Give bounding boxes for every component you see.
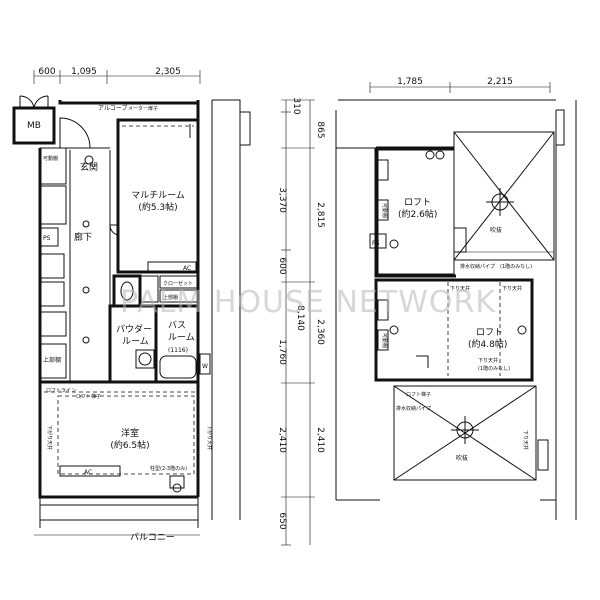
meter-door-label: メーター扉子 xyxy=(128,105,158,112)
dim-2305: 2,305 xyxy=(155,67,181,77)
bath-size-label: (1116) xyxy=(168,347,188,354)
void2-label: 吹抜 xyxy=(456,454,468,462)
watermark: PALM HOUSE NETWORK xyxy=(120,285,496,320)
loft1-size: (約2.6帖) xyxy=(398,208,437,220)
lower-ceiling-note-2: 下がり天井 xyxy=(206,425,213,450)
dim-v-600: 600 xyxy=(277,257,287,274)
loft-line-label: ロフトライン xyxy=(46,388,76,394)
right-loft-plan: ロフト (約2.6帖) 可動棚 PS 吹抜 排水収納パイプ (1階のみなし) ロ… xyxy=(335,99,577,520)
balcony-label: バルコニー xyxy=(130,532,175,543)
washer-label: W xyxy=(202,363,208,370)
shelf-label-r1: 可動棚 xyxy=(381,203,388,218)
pipe-label-r1: 排水収納パイプ xyxy=(460,263,495,270)
vertical-dimensions: 310 865 3,370 2,815 600 8,140 2,360 1,76… xyxy=(277,97,325,546)
powder-room-label: パウダー xyxy=(116,323,152,335)
only-note-r1: (1階のみなし) xyxy=(500,263,532,270)
dim-v-310: 310 xyxy=(291,97,301,114)
left-unit-plan: MB アルコーブ メーター扉子 可動棚 PS 上部棚 玄関 廊下 マルチルーム … xyxy=(12,95,251,543)
void1-label: 吹抜 xyxy=(490,226,502,234)
loft2-size: (約4.8帖) xyxy=(468,338,507,350)
dim-v-2410-right: 2,410 xyxy=(315,427,325,453)
dim-v-2815: 2,815 xyxy=(315,202,325,228)
shelf-upper-label: 上部棚 xyxy=(43,356,61,364)
dim-600: 600 xyxy=(38,67,55,77)
top-dimensions-right: 1,785 2,215 xyxy=(369,77,551,93)
bath-room-label-2: ルーム xyxy=(168,332,195,343)
dim-2215: 2,215 xyxy=(487,77,513,87)
lower-ceiling-r1: 下り天井 xyxy=(450,285,470,292)
lower-ceiling-r2: 下り天井 xyxy=(502,285,522,292)
dim-v-3370: 3,370 xyxy=(277,187,287,213)
loft-ladder-label: ロフト梯子 xyxy=(76,393,101,400)
dim-1785: 1,785 xyxy=(397,77,423,87)
multi-room-label: マルチルーム xyxy=(131,190,185,201)
multi-room-size: (約5.3帖) xyxy=(138,201,177,213)
lower-ceiling-r4: 下り天井 xyxy=(522,430,529,450)
shelf-label-r2: 可動棚 xyxy=(381,333,388,348)
bath-room-label: バス xyxy=(168,320,186,331)
shoe-shelf-label: 可動棚 xyxy=(43,155,58,162)
top-dimensions-left: 600 1,095 2,305 xyxy=(33,67,201,84)
loft1-label: ロフト xyxy=(404,198,431,208)
closet-label: クローゼット xyxy=(163,280,193,287)
dim-v-2410: 2,410 xyxy=(277,427,287,453)
western-room-size: (約6.5帖) xyxy=(110,439,149,451)
dim-v-650: 650 xyxy=(277,512,287,529)
corridor-label: 廊下 xyxy=(74,231,92,243)
pipe-label-r2: 排水収納パイプ xyxy=(396,405,431,412)
loft2-label: ロフト xyxy=(476,328,503,338)
ac-label-1: AC xyxy=(183,265,191,272)
ac-label-2: AC xyxy=(84,469,92,476)
dim-v-1760: 1,760 xyxy=(277,339,287,365)
closet-shelf-label: 上部棚 xyxy=(163,294,178,301)
only-note-r2: (1階のみなし) xyxy=(478,365,510,372)
lower-ceiling-note-1: 下がり天井 xyxy=(46,425,53,450)
dim-1095: 1,095 xyxy=(71,67,97,77)
dim-v-total: 8,140 xyxy=(295,305,305,331)
loft-ladder-r: ロフト梯子 xyxy=(406,391,431,398)
dim-v-865: 865 xyxy=(315,121,325,138)
alcove-label: アルコーブ xyxy=(98,104,127,112)
ps-label-1: PS xyxy=(43,235,51,242)
ps-label-r: PS xyxy=(372,240,380,247)
lower-ceiling-r3: 下り天井 xyxy=(478,357,498,364)
entrance-label: 玄関 xyxy=(80,161,98,173)
mb-label: MB xyxy=(27,121,41,131)
western-room-label: 洋室 xyxy=(121,427,139,439)
pillar-note: 柱型(2-3階のみ) xyxy=(150,465,187,472)
dim-v-2360: 2,360 xyxy=(315,319,325,345)
powder-room-label-2: ルーム xyxy=(122,336,149,347)
